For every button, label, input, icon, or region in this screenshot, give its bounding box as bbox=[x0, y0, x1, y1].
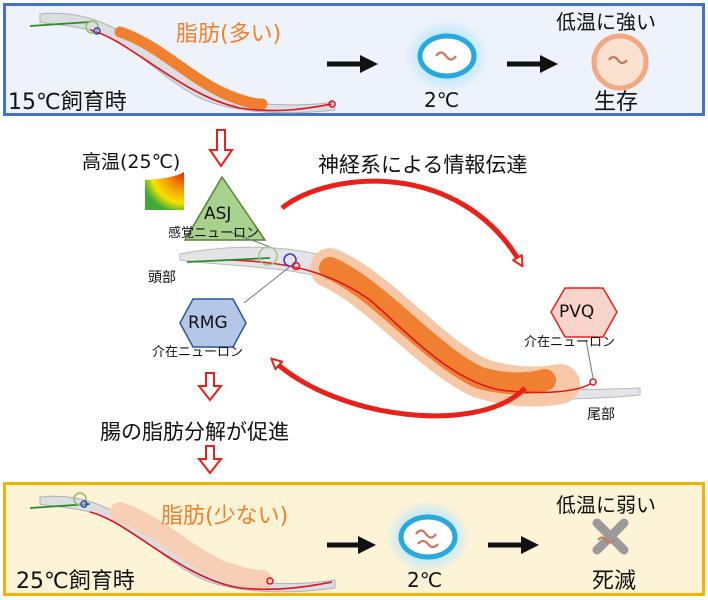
petri-dish-top bbox=[405, 20, 489, 92]
black-arrow-bottom-1 bbox=[327, 536, 376, 554]
heat-gradient-icon bbox=[145, 172, 184, 210]
head-label: 頭部 bbox=[148, 270, 176, 286]
nerve-info-label: 神経系による情報伝達 bbox=[318, 153, 528, 177]
survive-label: 生存 bbox=[594, 90, 639, 115]
rmg-desc: 介在ニューロン bbox=[152, 345, 244, 360]
worm-middle bbox=[179, 246, 641, 407]
pvq-label: PVQ bbox=[559, 302, 595, 322]
nerve-arrow-upper bbox=[280, 178, 520, 262]
nerve-arrow-lower bbox=[275, 362, 527, 419]
lipolysis-label: 腸の脂肪分解が促進 bbox=[100, 420, 289, 444]
tail-label: 尾部 bbox=[587, 407, 615, 423]
cold-strong-label: 低温に強い bbox=[556, 10, 656, 34]
rmg-neuron-hexagon bbox=[179, 298, 247, 348]
surviving-worm-ring bbox=[591, 33, 649, 91]
rmg-label: RMG bbox=[188, 313, 228, 333]
rmg-connector bbox=[243, 264, 293, 304]
worm-bottom bbox=[29, 492, 336, 593]
black-arrow-bottom-2 bbox=[488, 536, 539, 554]
bottom-temp-label: 2℃ bbox=[407, 568, 443, 592]
worm-top bbox=[29, 12, 336, 114]
heat-arrow-2 bbox=[196, 372, 224, 402]
bottom-condition-label: 25℃飼育時 bbox=[16, 569, 135, 594]
high-temp-label: 高温(25℃) bbox=[82, 151, 181, 173]
heat-arrow-1 bbox=[208, 129, 234, 168]
black-arrow-top-1 bbox=[327, 55, 378, 73]
asj-desc: 感覚ニューロン bbox=[168, 226, 260, 241]
pvq-desc: 介在ニューロン bbox=[524, 335, 616, 350]
pvq-connector bbox=[585, 339, 594, 379]
dead-worm-cross-icon bbox=[592, 518, 629, 555]
black-arrow-top-2 bbox=[507, 55, 558, 73]
top-temp-label: 2℃ bbox=[424, 88, 460, 112]
petri-dish-bottom bbox=[386, 501, 470, 573]
asj-label: ASJ bbox=[204, 204, 232, 224]
bottom-panel-25c bbox=[3, 482, 705, 596]
pvq-neuron-hexagon bbox=[550, 287, 618, 338]
cold-weak-label: 低温に弱い bbox=[556, 493, 656, 517]
top-fat-label: 脂肪(多い) bbox=[176, 22, 282, 47]
heat-arrow-3 bbox=[196, 445, 224, 475]
bottom-fat-label: 脂肪(少ない) bbox=[161, 504, 289, 529]
top-condition-label: 15℃飼育時 bbox=[8, 90, 127, 115]
asj-neuron-triangle bbox=[183, 175, 267, 241]
death-label: 死滅 bbox=[592, 569, 637, 594]
top-panel-15c bbox=[3, 3, 705, 116]
